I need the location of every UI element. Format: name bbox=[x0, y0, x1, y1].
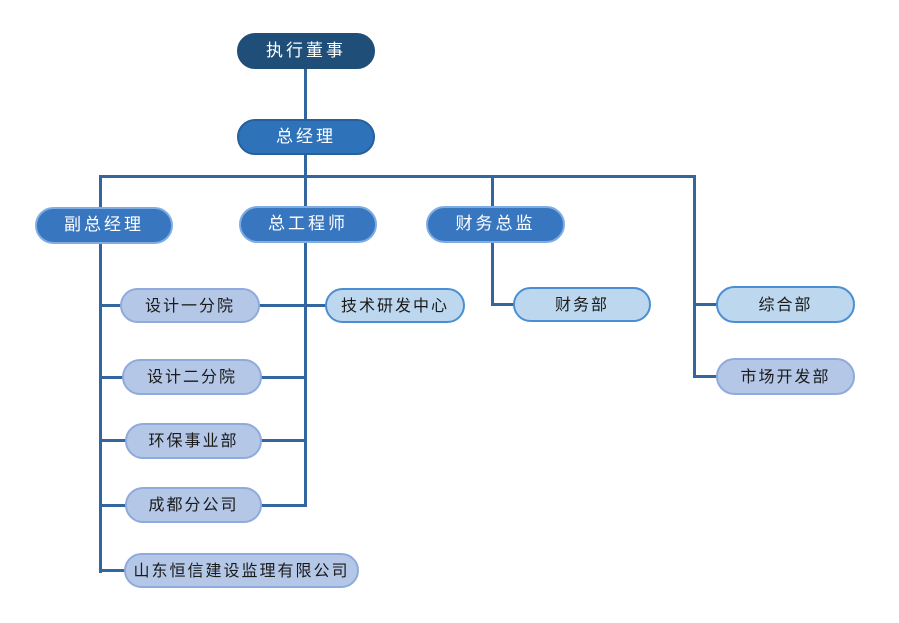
connector-elbow-chengdu bbox=[99, 504, 128, 507]
org-node-tech-rd-center: 技术研发中心 bbox=[325, 288, 465, 323]
org-node-finance-director: 财务总监 bbox=[426, 206, 565, 243]
connector-row1-cross-link bbox=[255, 304, 328, 307]
connector-elbow-general-affairs bbox=[693, 303, 719, 306]
connector-deputy-gm-trunk bbox=[99, 243, 102, 573]
connector-right-trunk bbox=[693, 175, 696, 378]
connector-gm-to-bus bbox=[304, 154, 307, 177]
org-node-chengdu-branch: 成都分公司 bbox=[125, 487, 262, 523]
connector-bus-to-deputy-gm bbox=[99, 175, 102, 209]
org-node-design-branch-1: 设计一分院 bbox=[120, 288, 260, 323]
org-node-general-manager: 总经理 bbox=[237, 119, 375, 155]
org-node-environmental-business-dept: 环保事业部 bbox=[125, 423, 262, 459]
connector-elbow-environmental bbox=[99, 439, 128, 442]
connector-bus-to-finance-director bbox=[491, 175, 494, 209]
connector-elbow-finance-dept bbox=[491, 303, 516, 306]
connector-elbow-design-1 bbox=[99, 304, 123, 307]
connector-elbow-design-2 bbox=[99, 376, 125, 379]
org-node-general-affairs-dept: 综合部 bbox=[716, 286, 855, 323]
connector-row4-cross-link bbox=[258, 504, 307, 507]
connector-chief-engineer-trunk bbox=[304, 243, 307, 506]
connector-bus-to-chief-engineer bbox=[304, 175, 307, 209]
org-node-finance-dept: 财务部 bbox=[513, 287, 651, 322]
org-node-chief-engineer: 总工程师 bbox=[239, 206, 377, 243]
org-node-shandong-hengxin-supervision: 山东恒信建设监理有限公司 bbox=[124, 553, 359, 588]
connector-elbow-market-dev bbox=[693, 375, 719, 378]
connector-row2-cross-link bbox=[258, 376, 307, 379]
org-node-market-development-dept: 市场开发部 bbox=[716, 358, 855, 395]
connector-finance-director-trunk bbox=[491, 243, 494, 306]
connector-level3-bus bbox=[99, 175, 696, 178]
org-node-design-branch-2: 设计二分院 bbox=[122, 359, 262, 395]
connector-elbow-shandong bbox=[99, 569, 127, 572]
connector-row3-cross-link bbox=[258, 439, 307, 442]
org-node-deputy-general-manager: 副总经理 bbox=[35, 207, 173, 244]
org-node-executive-director: 执行董事 bbox=[237, 33, 375, 69]
connector-exec-to-gm bbox=[304, 68, 307, 120]
